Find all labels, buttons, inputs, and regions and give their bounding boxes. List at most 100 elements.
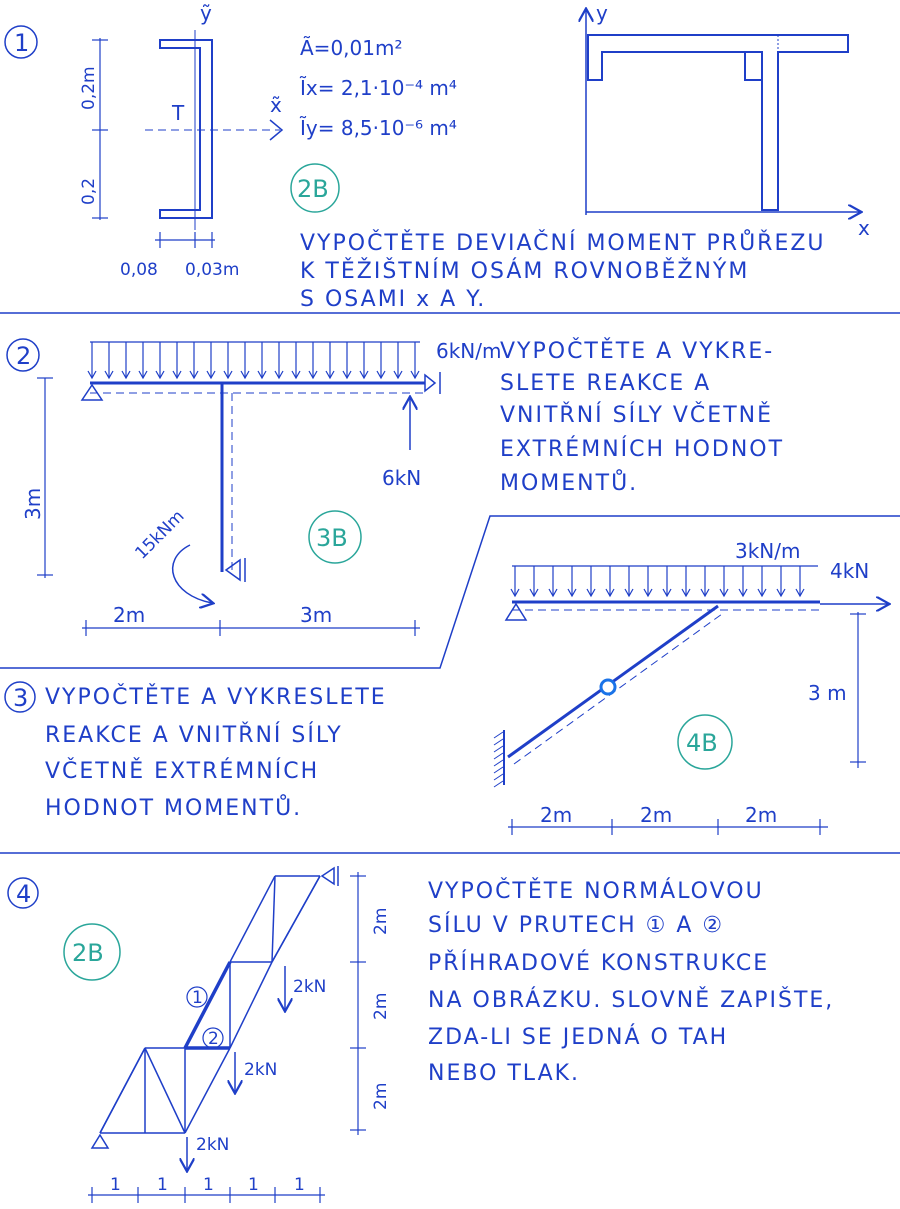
right-axis-y-label: y <box>596 1 608 25</box>
load-arrow-head <box>681 588 691 598</box>
dim-flange-a-label: 0,08 <box>120 260 158 280</box>
span-5-label: 1 <box>294 1175 305 1195</box>
load-arrow-head <box>189 370 199 380</box>
problem-3: 3 3kN/m <box>4 539 888 835</box>
task-line-1: VYPOČTĚTE A VYKRESLETE <box>45 684 387 710</box>
load-arrow-head <box>738 588 748 598</box>
wall-hatch-line <box>493 759 504 767</box>
load-arrow-head <box>376 370 386 380</box>
load-label: 6kN/m <box>436 339 502 363</box>
span-3-label: 2m <box>745 803 777 827</box>
task-line-5: ZDA-LI SE JEDNÁ O TAH <box>428 1024 728 1050</box>
load-arrow-head <box>393 370 403 380</box>
score-badge: 2B <box>297 175 329 203</box>
span-right-label: 3m <box>300 603 332 627</box>
problem-2: 2 <box>6 338 782 636</box>
member-2-circle <box>202 1027 224 1049</box>
problem-number: 2 <box>16 342 31 370</box>
problem-1: 1 ỹ x̃ T 0,2m 0,2 0,08 0,03m Ã=0,01m² Ĩx… <box>4 1 870 312</box>
load-arrow-head <box>567 588 577 598</box>
problem-4: 4 2B <box>7 866 834 1203</box>
beam-strut-drawing <box>493 565 888 835</box>
wall-hatch-line <box>493 766 504 774</box>
load-arrow-head <box>291 370 301 380</box>
task-line-4: HODNOT MOMENTŮ. <box>45 794 302 821</box>
ix-value: Ĩx= 2,1·10⁻⁴ m⁴ <box>299 76 457 100</box>
task-line-2: SLETE REAKCE A <box>500 371 711 396</box>
task-line-6: NEBO TLAK. <box>428 1061 580 1086</box>
truss-drawing <box>88 866 366 1203</box>
load-arrow-head <box>757 588 767 598</box>
load-arrow-head <box>257 370 267 380</box>
load-arrow-head <box>662 588 672 598</box>
problem-number: 4 <box>16 880 31 908</box>
problem-number: 3 <box>13 684 28 712</box>
score-badge: 4B <box>686 729 718 757</box>
wall-hatch-line <box>493 731 504 739</box>
wall-hatch-line <box>493 738 504 746</box>
load-arrow-head <box>359 370 369 380</box>
right-axis-x-label: x <box>858 216 870 240</box>
problem-number-circle <box>4 25 38 59</box>
wall-hatch-line <box>493 773 504 781</box>
load-arrow-head <box>274 370 284 380</box>
area-value: Ã=0,01m² <box>300 36 402 60</box>
load-arrow-head <box>719 588 729 598</box>
member-2-label: 2 <box>208 1029 219 1049</box>
task-line-1: VYPOČTĚTE DEVIAČNÍ MOMENT PRŮŘEZU <box>300 229 826 256</box>
span-1-label: 1 <box>110 1175 121 1195</box>
score-circle <box>63 923 121 981</box>
problem-number-circle <box>4 681 36 713</box>
load-arrow-head <box>240 370 250 380</box>
dim-top-label: 0,2m <box>79 66 99 110</box>
wall-hatch-line <box>493 780 504 788</box>
channel-section-drawing <box>92 30 284 248</box>
load-arrow-head <box>548 588 558 598</box>
load-arrow-head <box>104 370 114 380</box>
span-3-label: 1 <box>203 1175 214 1195</box>
load-arrow-head <box>325 370 335 380</box>
load-arrow-head <box>223 370 233 380</box>
load-1-label: 2kN <box>293 977 326 997</box>
task-line-4: NA OBRÁZKU. SLOVNĚ ZAPIŠTE, <box>428 987 834 1013</box>
score-circle <box>677 714 733 770</box>
force-label: 4kN <box>830 559 869 583</box>
span-1-label: 2m <box>540 803 572 827</box>
height-3-label: 2m <box>371 1083 391 1110</box>
load-arrow-head <box>776 588 786 598</box>
load-arrow-head <box>138 370 148 380</box>
load-arrow-head <box>342 370 352 380</box>
iy-value: Ĩy= 8,5·10⁻⁶ m⁴ <box>299 116 457 140</box>
load-arrow-head <box>700 588 710 598</box>
score-badge: 2B <box>72 939 104 967</box>
task-line-2: REAKCE A VNITŘNÍ SÍLY <box>45 722 343 748</box>
load-arrow-head <box>586 588 596 598</box>
task-line-2: K TĚŽIŠTNÍM OSÁM ROVNOBĚŽNÝM <box>300 258 749 284</box>
load-arrow-head <box>795 588 805 598</box>
span-left-label: 2m <box>113 603 145 627</box>
wall-hatch-line <box>493 752 504 760</box>
load-arrow-head <box>87 370 97 380</box>
height-label: 3 m <box>808 681 847 705</box>
section-axes-drawing <box>586 10 860 215</box>
span-2-label: 2m <box>640 803 672 827</box>
member-1-label: 1 <box>192 988 203 1008</box>
height-label: 3m <box>21 488 45 520</box>
dim-bottom-label: 0,2 <box>79 178 99 205</box>
member-1-circle <box>186 986 208 1008</box>
force-label: 6kN <box>382 466 421 490</box>
moment-label: 15kNm <box>131 506 188 563</box>
task-line-3: PŘÍHRADOVÉ KONSTRUKCE <box>428 950 769 976</box>
section-dividers <box>0 312 900 854</box>
score-circle <box>290 163 340 213</box>
dim-flange-b-label: 0,03m <box>185 260 239 280</box>
load-arrow-head <box>510 588 520 598</box>
hinge-icon <box>599 678 617 696</box>
load-arrow-head <box>172 370 182 380</box>
load-arrow-head <box>206 370 216 380</box>
load-3-label: 2kN <box>196 1135 229 1155</box>
task-line-2: SÍLU V PRUTECH ① A ② <box>428 912 724 938</box>
score-circle <box>308 510 362 564</box>
task-line-1: VYPOČTĚTE NORMÁLOVOU <box>428 878 764 904</box>
